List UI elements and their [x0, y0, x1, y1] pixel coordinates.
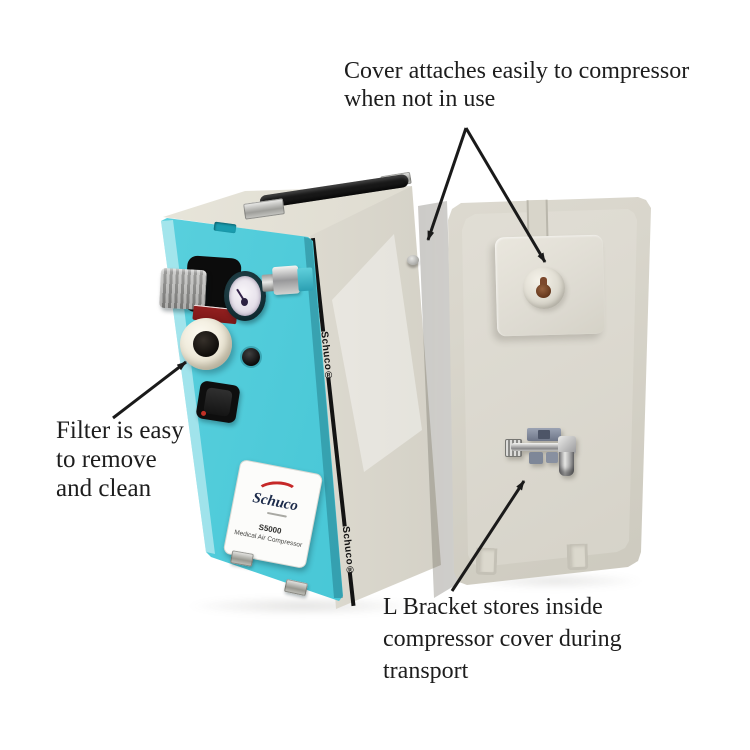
brand-swoosh-icon: [256, 481, 299, 504]
l-bracket: [503, 425, 581, 481]
cover-annotation: Cover attaches easily to compressor when…: [344, 57, 689, 113]
switch-indicator-dot: [200, 410, 207, 417]
cover-attachment-screw: [407, 255, 419, 265]
bracket-annotation: L Bracket stores inside compressor cover…: [383, 591, 622, 687]
cover-bottom-tab: [566, 543, 589, 571]
gauge-hub: [241, 298, 248, 306]
air-outlet-fitting: [261, 262, 317, 300]
bracket-clip-bottom: [546, 452, 558, 463]
filter-annotation-line: to remove: [56, 446, 157, 473]
edge-stripe-segment: [347, 571, 356, 607]
panel-port: [242, 348, 260, 366]
bracket-annotation-line: compressor cover during: [383, 626, 622, 652]
switch-rocker: [203, 387, 233, 417]
bracket-elbow: [558, 436, 576, 454]
power-switch: [195, 380, 241, 424]
regulator-knob: [158, 267, 208, 311]
arrow-to-filter: [112, 360, 187, 420]
bracket-annotation-line: L Bracket stores inside: [383, 594, 603, 620]
filter-annotation-line: and clean: [56, 475, 152, 502]
gauge-face: [229, 276, 261, 316]
pressure-gauge: [224, 271, 266, 321]
cover-annotation-line: when not in use: [344, 86, 496, 112]
keyhole-opening: [536, 284, 551, 298]
filter-annotation: Filter is easy to remove and clean: [56, 416, 184, 503]
bracket-cylinder: [559, 452, 574, 476]
fitting-teal-cap: [297, 267, 314, 292]
bracket-clip-bottom: [529, 452, 543, 464]
bracket-rod: [511, 443, 567, 451]
cover-bottom-tab: [475, 547, 498, 576]
cover-annotation-line: Cover attaches easily to compressor: [344, 58, 690, 84]
bracket-annotation-line: transport: [383, 658, 469, 684]
cover-top-notch: [526, 199, 549, 238]
edge-brand-text-bottom: Schuco®: [339, 525, 357, 578]
air-filter: [180, 318, 232, 370]
compressor-ground-shadow: [185, 596, 420, 616]
keyhole-slot: [540, 277, 547, 288]
fitting-hex-nut: [271, 265, 300, 296]
filter-center-hole: [193, 331, 219, 357]
filter-annotation-line: Filter is easy: [56, 417, 184, 444]
bracket-clip-notch: [538, 430, 550, 439]
